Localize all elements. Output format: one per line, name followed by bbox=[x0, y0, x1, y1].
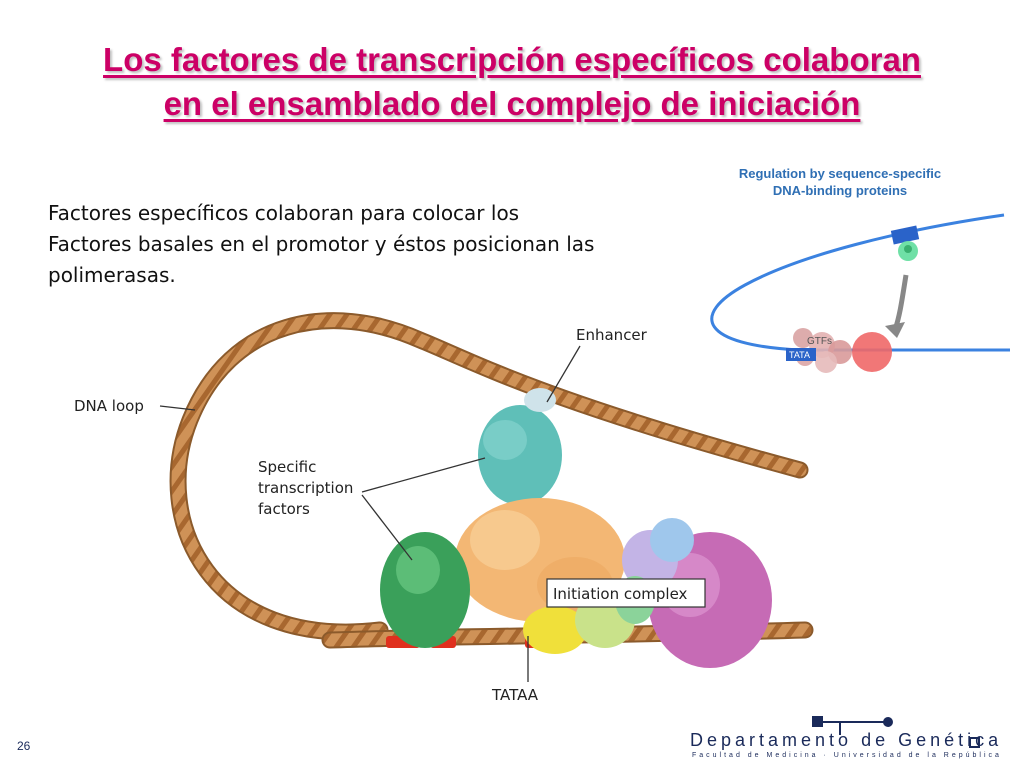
inset-arrow bbox=[892, 274, 909, 331]
inset-label-gtfs: GTFs bbox=[807, 336, 832, 347]
body-line-3: polimerasas. bbox=[48, 263, 176, 287]
slide-number: 26 bbox=[17, 739, 31, 753]
enhancer-protein bbox=[478, 388, 562, 505]
label-specific-2: transcription bbox=[258, 479, 353, 497]
inset-label-tata: TATA bbox=[789, 350, 810, 360]
footer-department: Departamento de Genética bbox=[690, 730, 1003, 750]
body-line-1: Factores específicos colaboran para colo… bbox=[48, 201, 520, 225]
inset-title-2: DNA-binding proteins bbox=[773, 183, 907, 198]
title-line-1: Los factores de transcripción específico… bbox=[103, 41, 921, 78]
label-initiation-complex: Initiation complex bbox=[553, 585, 688, 603]
inset-figure: Regulation by sequence-specific DNA-bind… bbox=[710, 166, 1010, 373]
label-tataa: TATAA bbox=[491, 686, 539, 704]
inset-tata-box bbox=[786, 348, 816, 361]
slide-title: Los factores de transcripción específico… bbox=[0, 38, 1024, 126]
initiation-complex-callout: Initiation complex bbox=[546, 578, 706, 608]
leader-lines bbox=[159, 345, 581, 682]
label-specific-3: factors bbox=[258, 500, 310, 518]
department-logo-mark bbox=[812, 716, 980, 748]
label-dna-loop: DNA loop bbox=[74, 397, 144, 415]
label-specific-1: Specific bbox=[258, 458, 316, 476]
inset-enhancer-site bbox=[890, 225, 920, 245]
body-text: Factores específicos colaboran para colo… bbox=[48, 198, 738, 291]
inset-polymerase bbox=[852, 332, 892, 372]
title-line-2: en el ensamblado del complejo de iniciac… bbox=[163, 85, 861, 122]
body-line-2: Factores basales en el promotor y éstos … bbox=[48, 232, 595, 256]
inset-dna-line bbox=[710, 213, 1010, 352]
green-factor-left bbox=[380, 532, 470, 648]
footer-faculty: Facultad de Medicina · Universidad de la… bbox=[692, 752, 1002, 759]
label-enhancer: Enhancer bbox=[576, 326, 648, 344]
inset-title-1: Regulation by sequence-specific bbox=[739, 166, 941, 181]
